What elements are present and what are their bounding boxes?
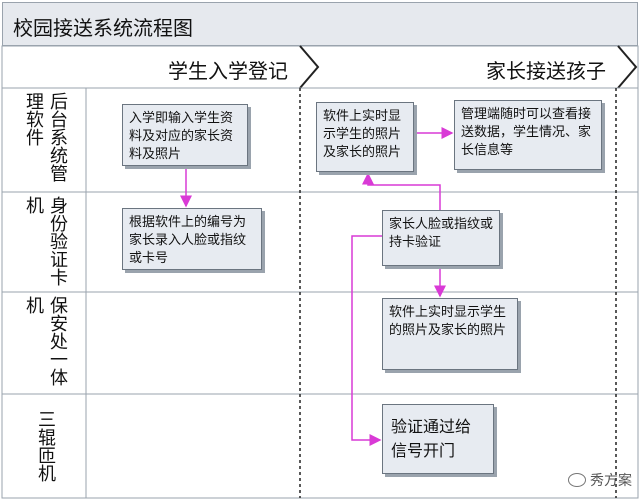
step-enroll-input: 入学即输入学生资料及对应的家长资料及照片 bbox=[122, 104, 248, 166]
phase-2-chevron bbox=[617, 45, 638, 89]
lane-label-backend: 后台系统管理软件 bbox=[23, 92, 68, 182]
watermark-text: 秀方案 bbox=[590, 473, 632, 489]
step-admin-view: 管理端随时可以查看接送数据，学生情况、家长信息等 bbox=[454, 100, 602, 170]
step-realtime-backend: 软件上实时显示学生的照片及家长的照片 bbox=[316, 102, 414, 172]
arrow-verify-to-gate bbox=[351, 235, 382, 446]
chart-title: 校园接送系统流程图 bbox=[13, 16, 193, 40]
lane-label-id-card-reader: 身份验证卡机 bbox=[23, 196, 68, 286]
step-realtime-guard: 软件上实时显示学生的照片及家长的照片 bbox=[382, 298, 518, 370]
wechat-icon bbox=[568, 473, 586, 487]
step-gate-open: 验证通过给信号开门 bbox=[382, 404, 494, 474]
title-bar: 校园接送系统流程图 bbox=[2, 2, 638, 46]
phase-label-pickup: 家长接送孩子 bbox=[486, 59, 606, 83]
step-parent-verify: 家长人脸或指纹或持卡验证 bbox=[382, 210, 500, 266]
arrow-verify-to-realtime bbox=[362, 172, 441, 210]
phase-1-chevron bbox=[299, 45, 320, 89]
lane-label-security-terminal: 保安处一体机 bbox=[23, 296, 68, 386]
phase-label-enroll: 学生入学登记 bbox=[168, 59, 288, 83]
step-register-face: 根据软件上的编号为家长录入人脸或指纹或卡号 bbox=[122, 208, 262, 270]
lane-label-tripod-turnstile: 三辊匝机 bbox=[35, 410, 56, 482]
watermark: 秀方案 bbox=[568, 470, 632, 490]
